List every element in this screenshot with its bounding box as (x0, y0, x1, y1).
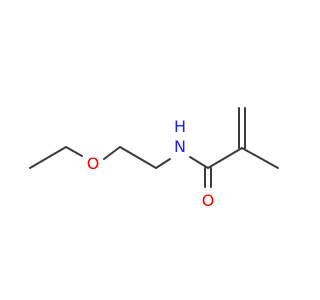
atom-h-amide: H (174, 117, 186, 136)
bond-o-ether-ch2 (103, 146, 121, 160)
bond-n-carbonyl-c (189, 156, 209, 169)
bond-ch2-o-ether (65, 146, 83, 157)
atom-n-amide: N (174, 137, 186, 156)
bonds (29, 107, 279, 188)
bond-ch2-n (155, 158, 171, 169)
bond-ch3-ch2 (29, 146, 67, 169)
atom-o-ether: O (87, 154, 100, 173)
bond-ch2-ch2 (119, 146, 157, 169)
bond-carbonyl-c-alkene-c (207, 147, 243, 169)
atom-labels: O N H O (87, 117, 215, 210)
molecule-drawing: O N H O (29, 107, 279, 210)
structure-canvas: O N H O (29, 107, 279, 210)
bond-alkene-c-methyl (241, 147, 279, 169)
atom-o-carbonyl: O (202, 191, 215, 210)
